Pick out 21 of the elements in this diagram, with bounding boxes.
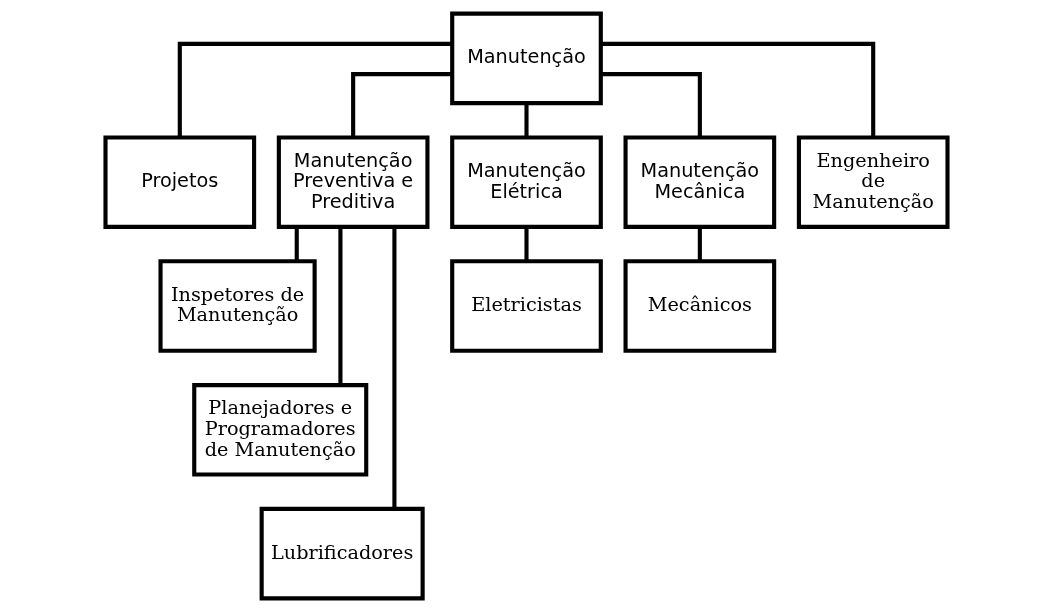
node-box: Planejadores e Programadores de Manutenção [192,383,369,477]
node-box: Lubrificadores [259,506,425,601]
connector [338,227,343,385]
node-box: Manutenção [450,11,603,106]
node-box: Manutenção Preventiva e Preditiva [276,135,430,229]
node-box: Manutenção Mecânica [623,135,777,229]
node-box: Manutenção Elétrica [450,135,603,229]
node-box: Eletricistas [450,259,603,353]
connector [351,72,452,137]
connector [294,227,299,262]
connector [177,41,453,138]
connector [524,103,529,138]
connector [601,72,702,137]
connector [392,227,397,509]
connector [600,41,876,138]
node-box: Engenheiro de Manutenção [796,135,950,229]
connector [524,227,529,262]
node-box: Projetos [103,135,257,229]
node-box: Mecânicos [623,259,777,353]
node-box: Inspetores de Manutenção [158,259,317,353]
connector [697,227,702,262]
